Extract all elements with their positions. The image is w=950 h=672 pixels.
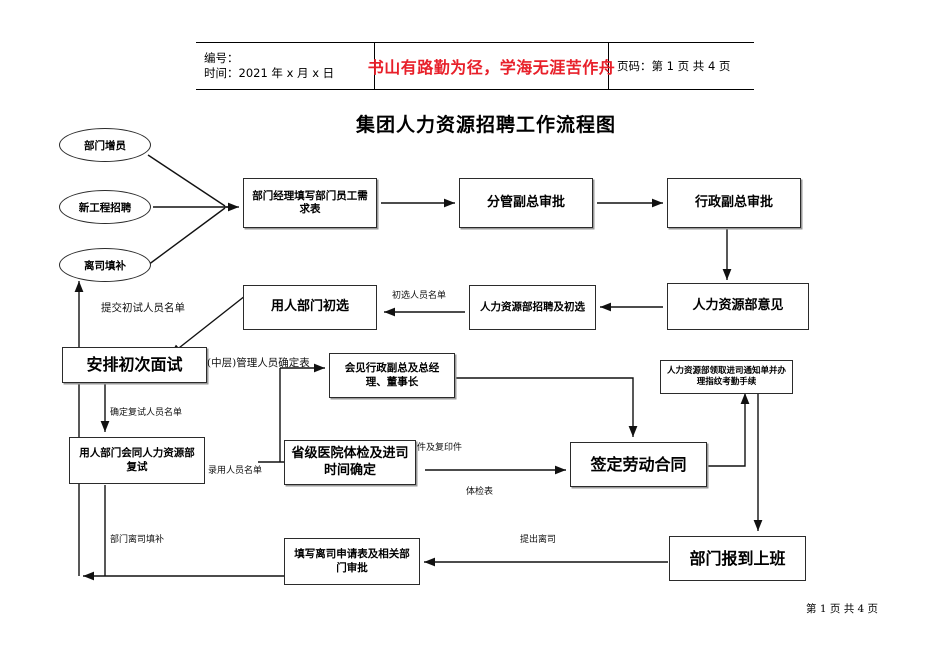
header-table: 编号： 时间：2021 年 x 月 x 日 书山有路勤为径，学海无涯苦作舟 页码… [196,42,754,90]
node-hr-recruit-screen[interactable]: 人力资源部招聘及初选 [469,285,596,330]
node-hr-opinion-label: 人力资源部意见 [692,298,784,314]
node-dept-increase[interactable]: 部门增员 [59,128,151,162]
page-title: 集团人力资源招聘工作流程图 [0,110,950,137]
label-dept-resign-refill: 部门离司填补 [110,535,165,545]
node-dept-preselect[interactable]: 用人部门初选 [243,285,377,330]
edge-contract-to-hrnotice [707,393,750,467]
node-joint-second-interview[interactable]: 用人部门会同人力资源部复试 [69,437,205,484]
node-resign-refill-label: 离司填补 [84,259,126,272]
label-medical-report: 体检表 [466,487,494,497]
node-resignation-form-label: 填写离司申请表及相关部门审批 [294,548,410,574]
node-medical-exam-label: 省级医院体检及进司时间确定 [291,446,409,478]
header-cell-docinfo: 编号： 时间：2021 年 x 月 x 日 [196,43,374,89]
node-report-for-duty-label: 部门报到上班 [689,548,786,568]
label-confirm-second-list: 确定复试人员名单 [110,408,183,418]
node-meet-executives-label: 会见行政副总及总经理、董事长 [344,362,440,388]
node-admin-vp-approval-label: 行政副总审批 [694,194,773,210]
node-hr-opinion[interactable]: 人力资源部意见 [667,283,809,330]
node-meet-executives[interactable]: 会见行政副总及总经理、董事长 [329,353,455,398]
label-documents-copies: 件及复印件 [417,443,463,453]
header-cell-motto: 书山有路勤为径，学海无涯苦作舟 [368,43,615,89]
node-joint-second-interview-label: 用人部门会同人力资源部复试 [79,447,195,473]
node-medical-exam[interactable]: 省级医院体检及进司时间确定 [284,440,416,485]
node-vp-approval-label: 分管副总审批 [486,194,565,210]
node-dept-increase-label: 部门增员 [84,139,126,152]
node-dept-manager-form-label: 部门经理填写部门员工需求表 [252,189,368,215]
doc-number-label: 编号： [204,51,239,65]
node-vp-approval[interactable]: 分管副总审批 [459,178,593,228]
label-hired-list: 录用人员名单 [208,466,263,476]
label-mgmt-confirmation: (中层)管理人员确定表 [207,357,310,369]
node-dept-preselect-label: 用人部门初选 [270,299,349,315]
doc-date-label: 时间：2021 年 x 月 x 日 [204,66,335,80]
node-arrange-first-interview[interactable]: 安排初次面试 [62,347,207,383]
node-resign-refill[interactable]: 离司填补 [59,248,151,282]
label-preselected-list: 初选人员名单 [392,291,447,301]
label-propose-resignation: 提出离司 [520,535,557,545]
motto-text: 书山有路勤为径，学海无涯苦作舟 [367,58,616,77]
node-arrange-first-interview-label: 安排初次面试 [86,355,183,374]
page-number-label: 页码：第 1 页 共 4 页 [617,59,731,73]
footer-page-number: 第 1 页 共 4 页 [806,603,879,615]
edge-meetleaders-to-contract [455,377,638,437]
node-resignation-form[interactable]: 填写离司申请表及相关部门审批 [284,538,420,585]
node-admin-vp-approval[interactable]: 行政副总审批 [667,178,801,228]
node-new-project-recruit-label: 新工程招聘 [78,201,132,214]
node-hr-entry-notice[interactable]: 人力资源部领取进司通知单并办理指纹考勤手续 [660,360,793,394]
node-hr-recruit-screen-label: 人力资源部招聘及初选 [480,300,585,313]
edge-dept-increase-to-form [147,154,226,207]
node-hr-entry-notice-label: 人力资源部领取进司通知单并办理指纹考勤手续 [666,366,786,387]
node-report-for-duty[interactable]: 部门报到上班 [669,536,806,581]
label-submit-first-list: 提交初试人员名单 [101,302,185,314]
node-new-project-recruit[interactable]: 新工程招聘 [59,190,151,224]
node-sign-contract[interactable]: 签定劳动合同 [570,442,707,487]
edge-resign-refill-to-form [147,207,226,266]
header-cell-pagination: 页码：第 1 页 共 4 页 [609,43,754,89]
edge-deptscreen-to-firstinterview [169,291,251,356]
node-dept-manager-form[interactable]: 部门经理填写部门员工需求表 [243,178,377,228]
page-title-text: 集团人力资源招聘工作流程图 [355,114,616,136]
node-sign-contract-label: 签定劳动合同 [590,454,687,474]
